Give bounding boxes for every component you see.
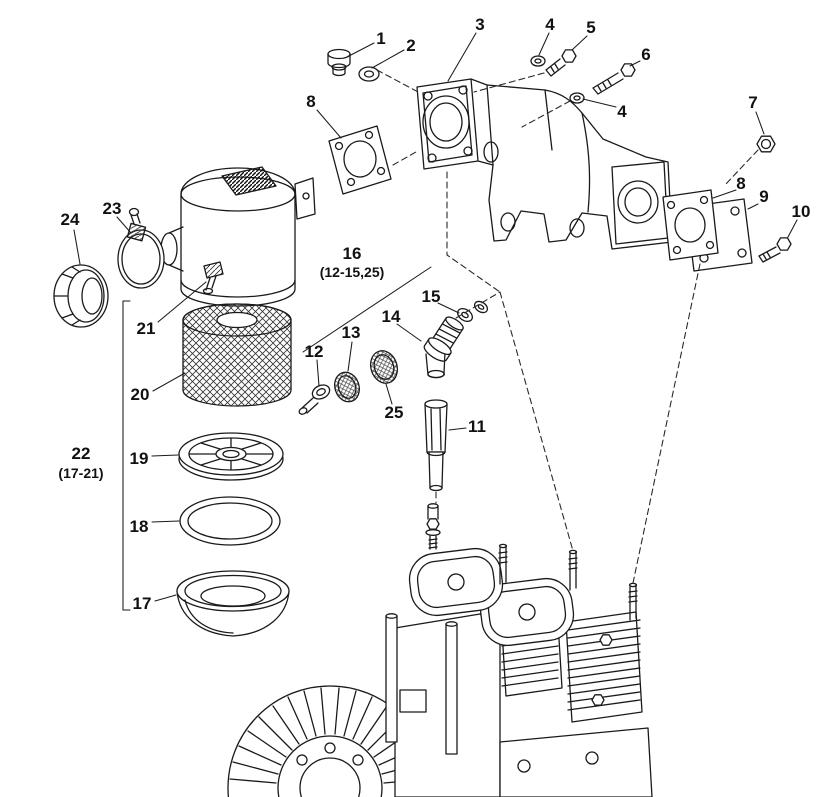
- gasket-8-left: [328, 125, 392, 195]
- washer-15-b: [473, 300, 489, 314]
- group-16-leader: [302, 266, 432, 353]
- o-ring-18: [179, 496, 281, 546]
- standpipe-11: [424, 399, 448, 492]
- housing-handle: [221, 166, 277, 196]
- bolt-5: [545, 49, 577, 77]
- head-bolt-icon: [599, 634, 613, 646]
- callout-22: 22: [72, 444, 91, 463]
- assembly-axis-lines: [376, 69, 759, 584]
- callout-13: 13: [342, 323, 361, 342]
- callout-4-lower: 4: [617, 102, 627, 121]
- rocker-cover-rear: [479, 577, 575, 647]
- pipe-stud-fitting: [425, 503, 441, 550]
- hose-clamp-23: [117, 207, 165, 289]
- callout-11: 11: [468, 417, 486, 436]
- callout-24: 24: [61, 210, 80, 229]
- callout-10: 10: [792, 202, 811, 221]
- mounting-studs: [498, 543, 638, 621]
- callout-leader-lines: [73, 32, 798, 602]
- callout-16-range: (12-15,25): [320, 264, 385, 280]
- callout-4-upper: 4: [545, 15, 555, 34]
- end-cap-24: [53, 264, 109, 328]
- inspection-plate: [399, 689, 427, 713]
- mesh-disc-13: [334, 371, 360, 403]
- callout-7: 7: [748, 93, 757, 112]
- rocker-cover-front: [408, 547, 504, 617]
- cylinder-rear: [565, 611, 643, 723]
- engine-base: [499, 727, 653, 797]
- callout-15: 15: [422, 287, 441, 306]
- washer-4-lower: [569, 92, 585, 104]
- support-disc-19: [178, 432, 284, 481]
- engine-block: [227, 543, 653, 797]
- callout-6: 6: [641, 45, 650, 64]
- head-bolt-icon: [591, 694, 605, 706]
- washer-2: [358, 66, 380, 82]
- gasket-8-right: [662, 189, 719, 261]
- callout-21: 21: [137, 319, 156, 338]
- callout-5: 5: [586, 18, 595, 37]
- filter-disc-25: [369, 350, 399, 384]
- pushrod-tubes: [385, 613, 458, 755]
- callout-20: 20: [131, 385, 150, 404]
- dust-bowl-17: [176, 570, 290, 637]
- valve-12: [298, 384, 331, 415]
- callout-19: 19: [130, 449, 149, 468]
- callout-12: 12: [305, 342, 324, 361]
- callout-22-range: (17-21): [58, 465, 103, 481]
- filter-element-20: [182, 303, 292, 407]
- callout-18: 18: [130, 517, 149, 536]
- callout-1: 1: [376, 29, 385, 48]
- callout-2: 2: [406, 36, 415, 55]
- air-cleaner-housing: [160, 166, 316, 307]
- callout-9: 9: [759, 187, 768, 206]
- callout-14: 14: [382, 307, 401, 326]
- intake-manifold-3: [416, 78, 673, 250]
- nut-7: [756, 135, 776, 153]
- group-22-bracket: [122, 300, 131, 611]
- elbow-fitting-14: [423, 316, 464, 379]
- callout-labels: 1 2 3 4 5 6 4 7 8 8 9 10 16 (12-15,25) 1…: [58, 15, 810, 613]
- bolt-6: [592, 63, 636, 95]
- callout-16: 16: [343, 244, 362, 263]
- plug-1: [327, 48, 351, 77]
- callout-23: 23: [103, 199, 122, 218]
- callout-8-left: 8: [306, 92, 315, 111]
- drain-fitting-21: [202, 261, 224, 295]
- callout-25: 25: [385, 403, 404, 422]
- washer-4-upper: [530, 55, 546, 67]
- callout-17: 17: [133, 594, 152, 613]
- callout-8-right: 8: [736, 174, 745, 193]
- bolt-10: [758, 237, 792, 263]
- callout-3: 3: [475, 15, 484, 34]
